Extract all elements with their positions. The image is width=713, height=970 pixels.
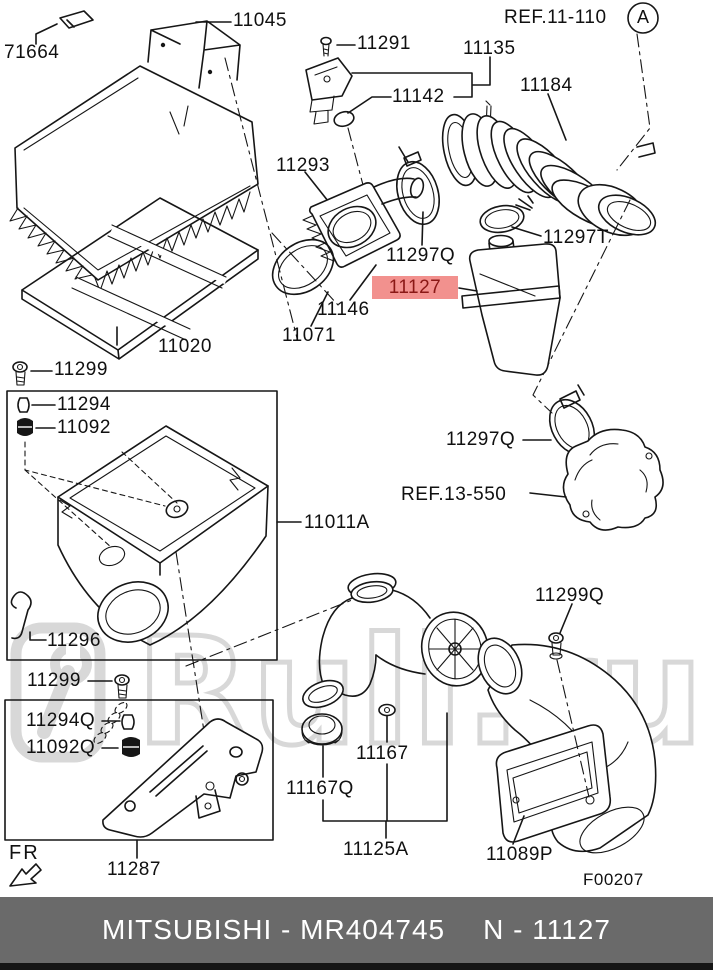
front-direction-arrow-icon xyxy=(10,864,41,886)
view-marker-a: A xyxy=(636,7,650,28)
part-label-11167Q[interactable]: 11167Q xyxy=(286,778,354,799)
diagram-art xyxy=(0,0,713,905)
part-label-11299-upper[interactable]: 11299 xyxy=(54,359,108,380)
part-label-11092[interactable]: 11092 xyxy=(57,417,111,438)
part-label-11299Q[interactable]: 11299Q xyxy=(535,585,605,606)
part-label-11297Q-lower[interactable]: 11297Q xyxy=(446,429,516,450)
part-drawing-cover-11045 xyxy=(10,21,258,291)
part-label-11293[interactable]: 11293 xyxy=(276,155,330,176)
part-drawing-clamp-11297T xyxy=(478,196,541,236)
view-marker-circle xyxy=(628,3,658,33)
part-label-11287[interactable]: 11287 xyxy=(107,859,161,880)
ref-label-11-110: REF.11-110 xyxy=(504,7,607,28)
part-drawing-filter-11020 xyxy=(22,198,258,359)
part-label-11291[interactable]: 11291 xyxy=(357,33,411,54)
part-drawing-clip-71664 xyxy=(36,11,93,44)
part-label-11142[interactable]: 11142 xyxy=(392,86,445,107)
part-label-11092Q[interactable]: 11092Q xyxy=(26,737,96,758)
part-drawing-tank-11127 xyxy=(459,236,560,376)
part-label-11125A[interactable]: 11125A xyxy=(343,839,409,860)
part-drawing-duct-11089P xyxy=(470,604,656,862)
view-a-line xyxy=(617,34,650,170)
footer-bar: MITSUBISHI - MR404745 N - 11127 xyxy=(0,897,713,963)
part-drawing-oring-11142 xyxy=(333,97,391,185)
front-label: FR xyxy=(9,842,40,864)
part-label-11135[interactable]: 11135 xyxy=(463,38,516,59)
watermark-logo-icon xyxy=(10,622,106,762)
footer-brand-code: MITSUBISHI - MR404745 xyxy=(102,914,446,945)
mount-line-2 xyxy=(186,600,352,666)
part-label-11127-highlighted[interactable]: 11127 xyxy=(372,276,458,299)
part-label-11297Q-upper[interactable]: 11297Q xyxy=(386,245,456,266)
part-label-11299-lower[interactable]: 11299 xyxy=(27,670,81,691)
part-label-11294Q[interactable]: 11294Q xyxy=(26,710,96,731)
part-label-71664[interactable]: 71664 xyxy=(4,42,60,63)
part-drawing-throttle-body xyxy=(530,429,663,530)
part-drawing-maf-11135 xyxy=(306,38,490,125)
part-drawing-body-11011A xyxy=(7,362,301,660)
figure-code: F00207 xyxy=(583,870,644,889)
part-drawing-bolt-11299-lower xyxy=(88,675,129,698)
part-drawing-snorkel-11146 xyxy=(303,177,425,300)
part-label-11071[interactable]: 11071 xyxy=(282,325,336,346)
part-label-11296[interactable]: 11296 xyxy=(47,630,101,651)
footer-part-code: N - 11127 xyxy=(483,914,611,945)
assembly-line xyxy=(225,58,297,338)
bottom-strip xyxy=(0,963,713,970)
part-label-11089P[interactable]: 11089P xyxy=(486,844,554,865)
part-label-11167[interactable]: 11167 xyxy=(356,743,409,764)
part-label-11045[interactable]: 11045 xyxy=(233,10,287,31)
mount-line-1 xyxy=(176,552,206,744)
part-label-11146[interactable]: 11146 xyxy=(317,299,370,320)
part-drawing-clamp-11297Q-upper xyxy=(390,147,446,245)
part-label-11020[interactable]: 11020 xyxy=(158,336,212,357)
ref-label-13-550: REF.13-550 xyxy=(401,484,507,505)
part-label-11184[interactable]: 11184 xyxy=(520,75,573,96)
part-drawing-resonator-11125A xyxy=(299,571,496,838)
part-drawing-gasket-11071 xyxy=(262,228,344,326)
part-label-11297T[interactable]: 11297T xyxy=(543,227,610,248)
part-drawing-bracket-11287 xyxy=(5,700,273,858)
assembly-line-2 xyxy=(533,200,630,413)
part-label-11011A[interactable]: 11011A xyxy=(304,512,370,533)
part-label-11294[interactable]: 11294 xyxy=(57,394,111,415)
part-drawing-hose-11184 xyxy=(437,94,661,246)
